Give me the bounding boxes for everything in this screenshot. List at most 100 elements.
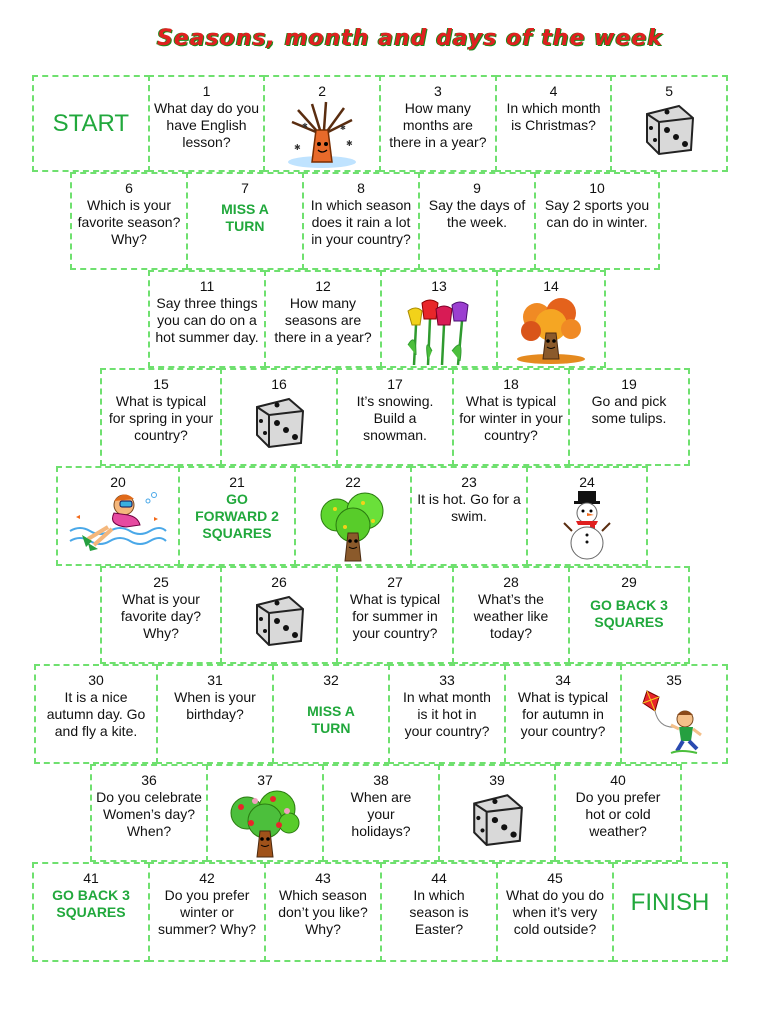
square-question: What is typical for spring in your count…: [108, 393, 214, 443]
square-28[interactable]: 28 What’s the weather like today?: [452, 566, 570, 664]
square-7[interactable]: 7 MISS A TURN: [186, 172, 304, 270]
square-number: 1: [202, 83, 211, 99]
square-44[interactable]: 44 In which season is Easter?: [380, 862, 498, 962]
square-36[interactable]: 36 Do you celebrate Women’s day? When?: [90, 764, 208, 862]
square-1[interactable]: 1 What day do you have English lesson?: [147, 75, 266, 172]
square-38[interactable]: 38 When are your holidays?: [322, 764, 440, 862]
square-question: In which season is Easter?: [409, 887, 469, 937]
square-45[interactable]: 45 What do you do when it’s very cold ou…: [496, 862, 614, 962]
square-number: 20: [110, 474, 126, 490]
square-21[interactable]: 21 GO FORWARD 2 SQUARES: [178, 466, 296, 566]
square-19[interactable]: 19 Go and pick some tulips.: [568, 368, 690, 466]
square-39[interactable]: 39: [438, 764, 556, 862]
square-15[interactable]: 15 What is typical for spring in your co…: [100, 368, 222, 466]
svg-text:✱: ✱: [346, 139, 353, 148]
flowering-tree-icon: [225, 789, 305, 859]
square-34[interactable]: 34 What is typical for autumn in your co…: [504, 664, 622, 764]
square-question: It is a nice autumn day. Go and fly a ki…: [46, 689, 146, 739]
square-41[interactable]: 41 GO BACK 3 SQUARES: [32, 862, 150, 962]
square-number: 41: [83, 870, 99, 886]
board-row-3: 11 Say three things you can do on a hot …: [148, 270, 608, 368]
square-number: 38: [373, 772, 389, 788]
square-30[interactable]: 30 It is a nice autumn day. Go and fly a…: [34, 664, 158, 764]
square-number: 13: [431, 278, 447, 294]
square-25[interactable]: 25 What is your favorite day? Why?: [100, 566, 222, 664]
square-18[interactable]: 18 What is typical for winter in your co…: [452, 368, 570, 466]
square-43[interactable]: 43 Which season don’t you like? Why?: [264, 862, 382, 962]
square-number: 7: [241, 180, 249, 196]
square-number: 18: [503, 376, 519, 392]
square-number: 3: [433, 83, 442, 99]
square-number: 36: [141, 772, 157, 788]
dice-icon: [251, 591, 307, 647]
square-number: 37: [257, 772, 273, 788]
square-3[interactable]: 3 How many months are there in a year?: [379, 75, 497, 172]
square-23[interactable]: 23 It is hot. Go for a swim.: [410, 466, 528, 566]
square-33[interactable]: 33 In what month is it hot in your count…: [388, 664, 506, 764]
square-number: 25: [153, 574, 169, 590]
square-10[interactable]: 10 Say 2 sports you can do in winter.: [534, 172, 660, 270]
square-number: 39: [489, 772, 505, 788]
square-question: It is hot. Go for a swim.: [417, 491, 521, 524]
square-number: 35: [666, 672, 682, 688]
square-16[interactable]: 16: [220, 368, 338, 466]
board-row-1: START 1 What day do you have English les…: [32, 75, 729, 172]
square-number: 19: [621, 376, 637, 392]
square-question: What is typical for summer in your count…: [349, 591, 441, 641]
square-number: 40: [610, 772, 626, 788]
square-22[interactable]: 22: [294, 466, 412, 566]
square-13[interactable]: 13: [380, 270, 498, 368]
square-number: 16: [271, 376, 287, 392]
square-question: When are your holidays?: [350, 789, 412, 839]
square-14[interactable]: 14: [496, 270, 606, 368]
square-24[interactable]: 24: [526, 466, 648, 566]
square-29[interactable]: 29 GO BACK 3 SQUARES: [568, 566, 690, 664]
square-question: How many months are there in a year?: [389, 100, 487, 150]
svg-text:✱: ✱: [302, 122, 308, 130]
square-question: It’s snowing. Build a snowman.: [356, 393, 434, 443]
square-20[interactable]: 20: [56, 466, 180, 566]
square-31[interactable]: 31 When is your birthday?: [156, 664, 274, 764]
finish-label: FINISH: [630, 888, 710, 916]
square-6[interactable]: 6 Which is your favorite season? Why?: [70, 172, 188, 270]
square-40[interactable]: 40 Do you prefer hot or cold weather?: [554, 764, 682, 862]
board-title: Seasons, month and days of the week: [157, 26, 663, 51]
square-number: 6: [125, 180, 133, 196]
square-42[interactable]: 42 Do you prefer winter or summer? Why?: [148, 862, 266, 962]
square-12[interactable]: 12 How many seasons are there in a year?: [264, 270, 382, 368]
square-question: When is your birthday?: [174, 689, 256, 722]
square-question: What do you do when it’s very cold outsi…: [505, 887, 605, 937]
start-square[interactable]: START: [32, 75, 150, 172]
square-number: 21: [229, 474, 245, 490]
square-17[interactable]: 17 It’s snowing. Build a snowman.: [336, 368, 454, 466]
square-question: Which is your favorite season? Why?: [77, 197, 181, 247]
square-number: 44: [431, 870, 447, 886]
square-32[interactable]: 32 MISS A TURN: [272, 664, 390, 764]
summer-tree-icon: [315, 491, 391, 563]
square-9[interactable]: 9 Say the days of the week.: [418, 172, 536, 270]
square-35[interactable]: 35: [620, 664, 728, 764]
dice-icon: [641, 100, 697, 156]
square-number: 26: [271, 574, 287, 590]
square-26[interactable]: 26: [220, 566, 338, 664]
kite-boy-icon: [641, 689, 707, 755]
dice-icon: [251, 393, 307, 449]
board-row-7: 30 It is a nice autumn day. Go and fly a…: [34, 664, 728, 764]
square-37[interactable]: 37: [206, 764, 324, 862]
square-instruction: GO FORWARD 2 SQUARES: [195, 491, 279, 541]
square-number: 32: [323, 672, 339, 688]
square-question: What is typical for winter in your count…: [459, 393, 563, 443]
square-27[interactable]: 27 What is typical for summer in your co…: [336, 566, 454, 664]
square-5[interactable]: 5: [610, 75, 729, 172]
board-row-8: 36 Do you celebrate Women’s day? When? 3…: [90, 764, 686, 862]
square-number: 27: [387, 574, 403, 590]
square-2[interactable]: 2 ✱✱ ✱✱: [263, 75, 382, 172]
square-number: 34: [555, 672, 571, 688]
square-question: Say 2 sports you can do in winter.: [544, 197, 650, 230]
square-4[interactable]: 4 In which month is Christmas?: [494, 75, 613, 172]
square-number: 10: [589, 180, 605, 196]
start-label: START: [52, 110, 130, 137]
square-11[interactable]: 11 Say three things you can do on a hot …: [148, 270, 266, 368]
square-8[interactable]: 8 In which season does it rain a lot in …: [302, 172, 420, 270]
finish-square[interactable]: FINISH: [612, 862, 728, 962]
